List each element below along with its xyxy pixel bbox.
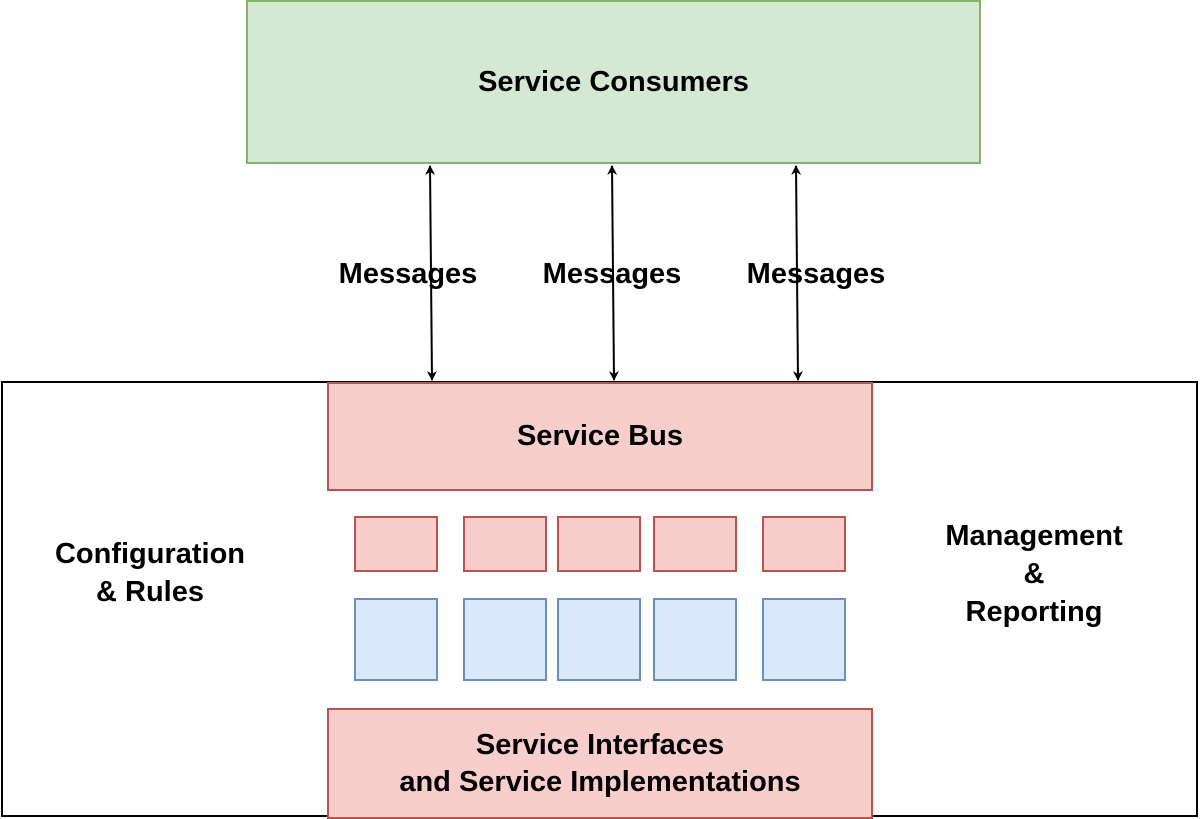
service-bus-box: Service Bus: [327, 382, 873, 491]
messages-label-3: Messages: [746, 258, 886, 290]
adapter-box: [354, 516, 438, 572]
service-box: [653, 598, 737, 681]
reporting-line: Reporting: [965, 596, 1103, 628]
service-implementations-box: Service Interfaces and Service Implement…: [327, 708, 873, 819]
management-line: Management: [945, 520, 1123, 552]
service-implementations-line: and Service Implementations: [399, 765, 801, 798]
service-interfaces-line: Service Interfaces: [475, 729, 725, 762]
management-reporting-label: Management & Reporting: [914, 517, 1154, 631]
adapter-box: [762, 516, 846, 572]
messages-label-2: Messages: [542, 258, 682, 290]
rules-line: & Rules: [96, 576, 204, 608]
adapter-box: [557, 516, 641, 572]
service-box: [463, 598, 547, 681]
adapter-box: [463, 516, 547, 572]
service-box: [557, 598, 641, 681]
service-box: [762, 598, 846, 681]
service-box: [354, 598, 438, 681]
service-bus-label: Service Bus: [516, 420, 684, 453]
ampersand-line: &: [1023, 558, 1045, 590]
configuration-rules-label: Configuration & Rules: [20, 535, 280, 611]
adapter-box: [653, 516, 737, 572]
service-consumers-label: Service Consumers: [478, 65, 749, 98]
service-consumers-box: Service Consumers: [246, 0, 981, 164]
messages-label-1: Messages: [338, 258, 478, 290]
configuration-line: Configuration: [54, 538, 246, 570]
